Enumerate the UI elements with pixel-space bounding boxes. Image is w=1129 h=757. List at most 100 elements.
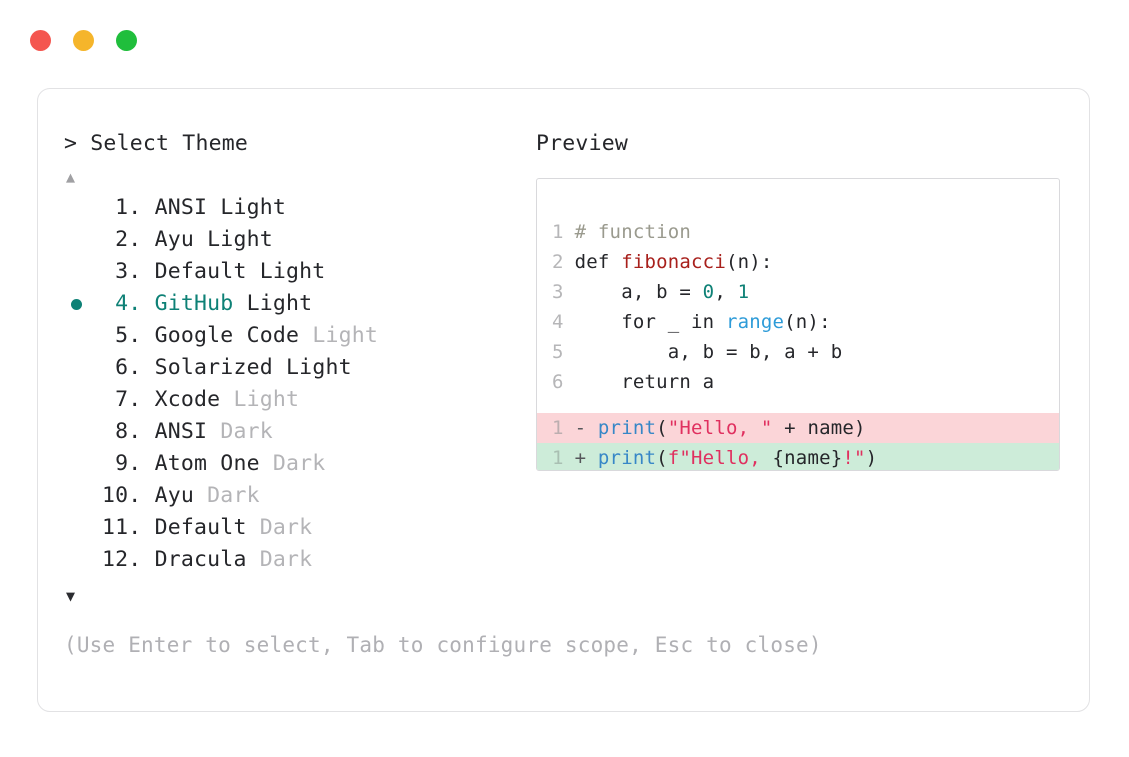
theme-selector-column: > Select Theme ▲ 1. ANSI Light 2. Ayu Li…	[64, 131, 534, 607]
code-spacer	[537, 397, 1059, 413]
gutter-space	[563, 221, 575, 243]
theme-item-name: Solarized	[154, 355, 287, 380]
scroll-up-icon[interactable]: ▲	[66, 168, 76, 186]
theme-item-variant: Dark	[272, 451, 326, 476]
gutter-space	[563, 311, 575, 333]
code-token: fibonacci	[621, 251, 726, 273]
theme-list[interactable]: 1. ANSI Light 2. Ayu Light 3. Default Li…	[64, 192, 534, 576]
scroll-down-icon[interactable]: ▼	[66, 587, 76, 605]
theme-item-name: Xcode	[154, 387, 234, 412]
theme-list-item[interactable]: 9. Atom One Dark	[64, 448, 534, 480]
theme-item-number: 4.	[102, 291, 155, 316]
theme-item-name: Google Code	[154, 323, 313, 348]
theme-item-number: 7.	[102, 387, 155, 412]
theme-item-name: ANSI	[154, 419, 221, 444]
gutter-space	[563, 371, 575, 393]
line-number: 1	[552, 447, 564, 469]
code-line: 2 def fibonacci(n):	[537, 247, 1059, 277]
theme-list-item[interactable]: 5. Google Code Light	[64, 320, 534, 352]
theme-item-number: 10.	[102, 483, 155, 508]
theme-list-item[interactable]: 2. Ayu Light	[64, 224, 534, 256]
theme-item-variant: Light	[286, 355, 352, 380]
theme-item-number: 8.	[102, 419, 155, 444]
code-token: !"	[842, 447, 866, 469]
theme-item-name: GitHub	[154, 291, 247, 316]
maximize-button-icon[interactable]	[116, 30, 137, 51]
code-line: 6 return a	[537, 367, 1059, 397]
theme-item-variant: Light	[259, 259, 326, 284]
theme-list-item[interactable]: 6. Solarized Light	[64, 352, 534, 384]
code-token: + name)	[772, 417, 866, 439]
theme-item-variant: Dark	[207, 483, 260, 508]
code-token: a, b = b, a + b	[574, 341, 843, 363]
theme-item-number: 9.	[102, 451, 155, 476]
theme-list-item[interactable]: 1. ANSI Light	[64, 192, 534, 224]
diff-line-add: 1 + print(f"Hello, {name}!")	[537, 443, 1059, 470]
theme-item-name: Ayu	[154, 227, 208, 252]
line-number: 1	[552, 417, 564, 439]
theme-item-variant: Light	[220, 195, 287, 220]
theme-picker-card: > Select Theme ▲ 1. ANSI Light 2. Ayu Li…	[37, 88, 1090, 712]
code-token: print	[597, 447, 657, 469]
gutter-space	[563, 281, 575, 303]
line-number: 2	[552, 251, 564, 273]
diff-line-del: 1 - print("Hello, " + name)	[537, 413, 1059, 443]
theme-item-variant: Light	[233, 387, 300, 412]
theme-item-number: 11.	[102, 515, 155, 540]
gutter-space	[563, 341, 575, 363]
code-token: def	[574, 251, 622, 273]
theme-item-number: 3.	[102, 259, 155, 284]
close-button-icon[interactable]	[30, 30, 51, 51]
theme-item-name: Ayu	[154, 483, 208, 508]
theme-list-item[interactable]: 3. Default Light	[64, 256, 534, 288]
theme-item-name: ANSI	[154, 195, 221, 220]
theme-item-number: 2.	[102, 227, 155, 252]
code-token: )	[865, 447, 878, 469]
diff-sign: -	[563, 417, 598, 439]
theme-list-item[interactable]: 4. GitHub Light	[64, 288, 534, 320]
keyboard-hint: (Use Enter to select, Tab to configure s…	[64, 633, 822, 657]
code-token: return a	[574, 371, 715, 393]
theme-list-item[interactable]: 12. Dracula Dark	[64, 544, 534, 576]
theme-item-number: 1.	[102, 195, 155, 220]
code-token: # function	[574, 221, 692, 243]
code-token: (	[656, 447, 668, 469]
code-line: 5 a, b = b, a + b	[537, 337, 1059, 367]
theme-list-item[interactable]: 10. Ayu Dark	[64, 480, 534, 512]
code-line: 3 a, b = 0, 1	[537, 277, 1059, 307]
code-token: (n):	[784, 311, 831, 333]
code-token: 1	[737, 281, 750, 303]
theme-item-variant: Dark	[259, 515, 313, 540]
theme-item-variant: Dark	[220, 419, 273, 444]
window-traffic-lights	[30, 30, 137, 51]
code-token: range	[725, 311, 785, 333]
code-token: print	[597, 417, 657, 439]
theme-picker-body: > Select Theme ▲ 1. ANSI Light 2. Ayu Li…	[38, 89, 1089, 711]
theme-item-variant: Dark	[259, 547, 313, 572]
theme-item-number: 5.	[102, 323, 155, 348]
diff-sign: +	[563, 447, 598, 469]
selected-bullet-icon	[71, 299, 82, 310]
theme-item-name: Default	[154, 259, 260, 284]
code-token: a, b =	[574, 281, 703, 303]
theme-item-variant: Light	[246, 291, 313, 316]
theme-list-item[interactable]: 7. Xcode Light	[64, 384, 534, 416]
code-line: 4 for _ in range(n):	[537, 307, 1059, 337]
code-token: (	[656, 417, 668, 439]
line-number: 6	[552, 371, 564, 393]
minimize-button-icon[interactable]	[73, 30, 94, 51]
line-number: 3	[552, 281, 564, 303]
theme-item-number: 6.	[102, 355, 155, 380]
theme-list-item[interactable]: 11. Default Dark	[64, 512, 534, 544]
preview-label: Preview	[536, 131, 629, 156]
code-token: "Hello, "	[667, 417, 773, 439]
page-title: > Select Theme	[64, 131, 249, 156]
code-token: {name}	[772, 447, 843, 469]
code-token: (n):	[725, 251, 773, 273]
code-token: ,	[714, 281, 738, 303]
theme-list-item[interactable]: 8. ANSI Dark	[64, 416, 534, 448]
